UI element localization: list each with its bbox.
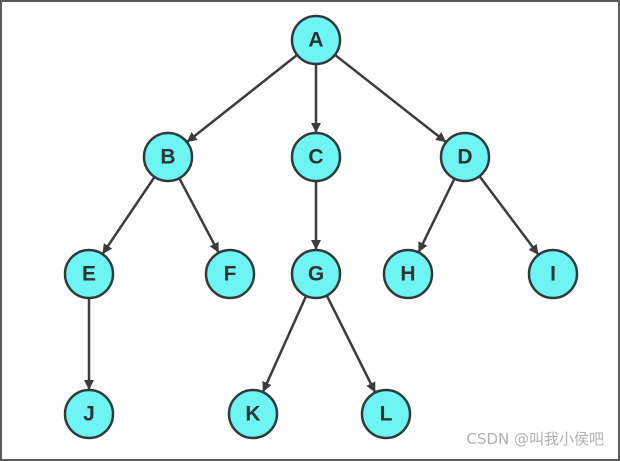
node-circle [290,14,342,66]
node-circle [290,131,342,183]
node-label: G [308,263,324,286]
node-l: L [360,388,412,440]
node-f: F [204,248,256,300]
node-k: K [227,388,279,440]
edge-g-l [325,294,376,393]
nodes: A B C D E F G H I J K L [63,14,579,440]
node-circle [142,131,194,183]
node-circle [204,248,256,300]
node-circle [527,248,579,300]
node-label: H [400,263,415,286]
node-label: E [82,263,96,286]
edge-a-d [334,53,447,143]
edge-d-i [478,175,539,255]
node-circle [382,248,434,300]
node-a: A [290,14,342,66]
node-d: D [439,131,491,183]
node-h: H [382,248,434,300]
node-label: F [224,263,237,286]
node-label: D [457,146,472,169]
node-label: J [83,403,95,426]
node-e: E [63,248,115,300]
node-g: G [290,248,342,300]
edge-g-k [262,295,308,393]
node-circle [63,388,115,440]
node-label: K [245,403,260,426]
edge-b-f [178,177,220,253]
node-label: I [550,263,556,286]
node-label: B [160,146,175,169]
node-b: B [142,131,194,183]
edge-d-h [417,178,456,253]
node-label: C [308,146,323,169]
node-j: J [63,388,115,440]
edge-b-e [101,176,156,255]
node-label: L [380,403,393,426]
node-c: C [290,131,342,183]
watermark-text: CSDN @叫我小侯吧 [466,430,604,448]
edge-a-b [186,53,298,143]
node-circle [63,248,115,300]
node-circle [290,248,342,300]
node-circle [360,388,412,440]
node-i: I [527,248,579,300]
edges [84,53,539,393]
node-circle [227,388,279,440]
node-circle [439,131,491,183]
node-label: A [308,29,323,52]
